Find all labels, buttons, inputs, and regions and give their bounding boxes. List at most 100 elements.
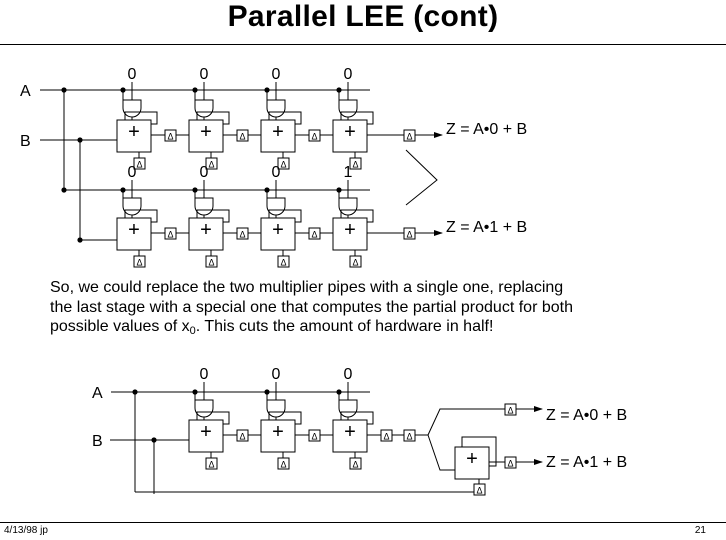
delay-register	[277, 255, 290, 268]
junction-dot	[61, 187, 67, 193]
delay-symbol: Δ	[208, 258, 214, 268]
adder-block	[188, 419, 224, 453]
adder-symbol: +	[200, 121, 212, 143]
stage-bit-label: 0	[272, 164, 281, 181]
junction-dot	[192, 389, 198, 395]
footer-date: 4/13/98 jp	[4, 525, 48, 536]
adder-symbol: +	[344, 121, 356, 143]
feedback-loop	[124, 209, 158, 223]
page-number: 21	[694, 525, 706, 536]
final-feedback-loop	[461, 436, 497, 467]
output-equation: Z = A•0 + B	[546, 407, 627, 424]
footer-divider	[0, 522, 726, 523]
delay-symbol: Δ	[280, 258, 286, 268]
and-gate	[338, 399, 358, 418]
adder-symbol: +	[466, 448, 478, 470]
paragraph-line-2: the last stage with a special one that c…	[50, 298, 573, 316]
and-gate	[266, 197, 286, 216]
stage-bit-label: 0	[272, 366, 281, 383]
feedback-loop	[196, 411, 230, 425]
junction-dot	[192, 87, 198, 93]
adder-block	[260, 217, 296, 251]
title-divider	[0, 44, 726, 45]
delay-symbol: Δ	[311, 432, 317, 442]
delay-symbol: Δ	[352, 258, 358, 268]
adder-block	[260, 419, 296, 453]
adder-block	[332, 217, 368, 251]
input-b-label: B	[20, 133, 31, 150]
delay-register	[205, 457, 218, 470]
output-equation: Z = A•0 + B	[446, 121, 527, 138]
x-subscript: 0	[189, 325, 196, 337]
paragraph-line-3: possible values of x0. This cuts the amo…	[50, 317, 690, 337]
junction-dot	[120, 187, 126, 193]
stage-bit-label: 0	[200, 366, 209, 383]
delay-symbol: Δ	[167, 230, 173, 240]
paragraph-line-3-end: . This cuts the amount of hardware in ha…	[195, 318, 494, 335]
delay-symbol: Δ	[136, 160, 142, 170]
adder-symbol: +	[128, 121, 140, 143]
delay-symbol: Δ	[136, 258, 142, 268]
stage-bit-label: 0	[344, 366, 353, 383]
feedback-loop	[124, 111, 158, 125]
adder-block	[188, 119, 224, 153]
adder-block	[188, 217, 224, 251]
delay-symbol: Δ	[406, 432, 412, 442]
and-gate	[122, 197, 142, 216]
junction-dot	[264, 389, 270, 395]
and-gate	[338, 99, 358, 118]
adder-block	[116, 119, 152, 153]
final-adder-input	[427, 434, 455, 471]
input-a-label: A	[92, 385, 103, 402]
output-equation: Z = A•1 + B	[546, 454, 627, 471]
feedback-loop	[340, 411, 374, 425]
and-gate	[266, 99, 286, 118]
delay-register	[349, 255, 362, 268]
adder-symbol: +	[344, 421, 356, 443]
feedback-loop	[196, 111, 230, 125]
delay-symbol: Δ	[507, 406, 513, 416]
and-gate	[194, 99, 214, 118]
delay-symbol: Δ	[406, 230, 412, 240]
feedback-loop	[268, 209, 302, 223]
bypass-wire	[427, 408, 505, 436]
stage-bit-label: 0	[128, 164, 137, 181]
stage-bit-label: 0	[200, 66, 209, 83]
adder-symbol: +	[200, 421, 212, 443]
junction-dot	[336, 389, 342, 395]
delay-symbol: Δ	[239, 432, 245, 442]
adder-symbol: +	[272, 421, 284, 443]
and-gate	[266, 399, 286, 418]
delay-symbol: Δ	[507, 459, 513, 469]
stage-bit-label: 0	[272, 66, 281, 83]
adder-block	[332, 419, 368, 453]
delay-symbol: Δ	[352, 460, 358, 470]
and-gate	[122, 99, 142, 118]
junction-dot	[77, 237, 83, 243]
delay-register	[133, 157, 146, 170]
delay-register	[205, 255, 218, 268]
feedback-loop	[196, 209, 230, 223]
junction-dot	[336, 187, 342, 193]
delay-register	[277, 157, 290, 170]
junction-dot	[120, 87, 126, 93]
and-gate	[194, 399, 214, 418]
delay-symbol: Δ	[311, 132, 317, 142]
stage-bit-label: 1	[344, 164, 353, 181]
junction-dot	[336, 87, 342, 93]
adder-symbol: +	[128, 219, 140, 241]
adder-block	[332, 119, 368, 153]
adder-block	[116, 217, 152, 251]
delay-symbol: Δ	[239, 230, 245, 240]
adder-symbol: +	[200, 219, 212, 241]
delay-symbol: Δ	[208, 160, 214, 170]
delay-symbol: Δ	[167, 132, 173, 142]
delay-symbol: Δ	[406, 132, 412, 142]
feedback-loop	[340, 111, 374, 125]
junction-dot	[77, 137, 83, 143]
slide-title: Parallel LEE (cont)	[227, 0, 499, 33]
stage-bit-label: 0	[200, 164, 209, 181]
